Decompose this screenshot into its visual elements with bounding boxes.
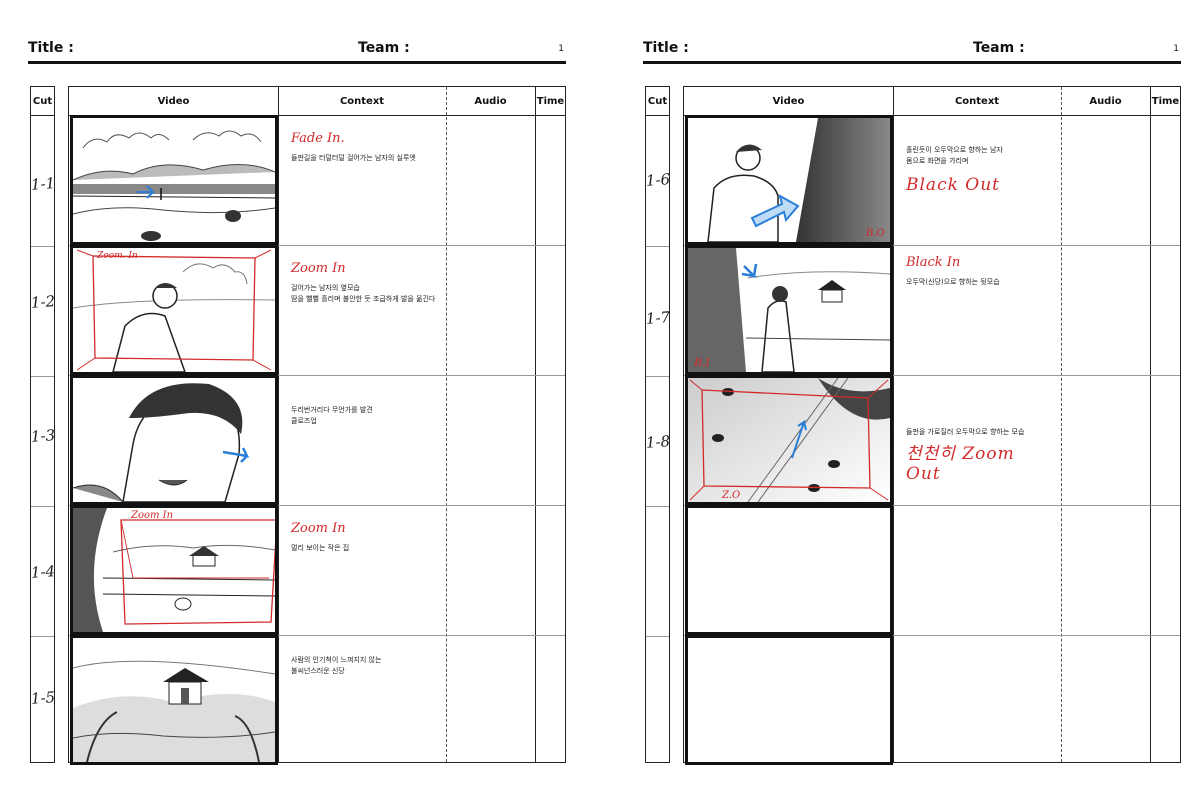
sheet-header: Title : Team : 1	[643, 38, 1181, 60]
man-blocking-screen-sketch: B.O	[707, 118, 890, 242]
video-frame-empty	[685, 635, 893, 765]
title-label: Title :	[28, 40, 74, 56]
cut-column-header: Cut	[31, 87, 54, 116]
context-column-header: Context	[339, 96, 385, 107]
man-walking-to-shrine-sketch: B.I	[688, 248, 890, 372]
video-frame-1-6: B.O	[685, 115, 893, 245]
direction-note: Zoom In	[291, 521, 346, 536]
direction-note: Black Out	[906, 175, 1001, 195]
video-frame-1-8: Z.O	[685, 375, 893, 505]
cut-column-header: Cut	[646, 87, 669, 116]
scene-description: 들판길을 터덜터덜 걸어가는 남자의 실루엣	[291, 154, 416, 162]
video-frame-1-4: Zoom In	[70, 505, 278, 635]
shrine-sketch	[73, 660, 275, 762]
zoom-out-mark: Z.O	[721, 490, 740, 501]
zoom-in-mark: Zoom. In	[96, 251, 138, 261]
scene-description: 몸으로 화면을 가리며	[906, 157, 969, 165]
direction-note-top: Black In	[906, 255, 961, 270]
page-number: 1	[1173, 44, 1179, 54]
black-out-mark: B.O	[865, 228, 885, 239]
scene-description: 들판을 가로질러 오두막으로 향하는 모습	[906, 428, 1025, 436]
scene-description: 걸어가는 남자의 옆모습	[291, 284, 360, 292]
context-cell: 두리번거리다 무언가를 발견 클로즈업	[291, 405, 441, 427]
sheet-header: Title : Team : 1	[28, 38, 566, 60]
landscape-sketch	[73, 130, 275, 241]
video-frame-empty	[685, 505, 893, 635]
context-cell: Black In 오두막(신당)으로 향하는 뒷모습	[906, 255, 1056, 288]
cut-number: 1-5	[30, 688, 56, 708]
distant-house-sketch: Zoom In	[73, 508, 275, 632]
storyboard-grid: Video Context Audio Time	[683, 86, 1181, 765]
scene-description: 클로즈업	[291, 417, 317, 425]
video-column-header: Video	[157, 96, 190, 107]
scene-description: 땀을 뻘뻘 흘리며 불안한 듯 조급하게 발을 옮긴다	[291, 295, 436, 303]
context-cell: Zoom In 멀리 보이는 작은 집	[291, 521, 441, 554]
storyboard-grid: Video Context Audio Time	[68, 86, 566, 765]
team-label: Team :	[358, 40, 410, 56]
scene-description: 사람의 인기척이 느껴지지 않는	[291, 656, 382, 664]
close-up-face-sketch	[73, 383, 250, 502]
cut-number: 1-1	[30, 174, 56, 194]
storyboard-sheet-right: Title : Team : 1 Cut 1-6 1-7 1-8 Video C…	[643, 0, 1183, 798]
scene-description: 멀리 보이는 작은 집	[291, 544, 350, 552]
context-column-header: Context	[954, 96, 1000, 107]
scene-description: 불씨넌스러운 신당	[291, 667, 345, 675]
cut-number: 1-7	[645, 308, 671, 328]
cut-number: 1-8	[645, 432, 671, 452]
video-frame-1-7: B.I	[685, 245, 893, 375]
cut-number: 1-2	[30, 292, 56, 312]
context-cell: Zoom In 걸어가는 남자의 옆모습 땀을 뻘뻘 흘리며 불안한 듯 조급하…	[291, 261, 441, 305]
header-rule	[643, 61, 1181, 64]
man-side-profile-sketch: Zoom. In	[73, 249, 275, 372]
video-frame-1-2: Zoom. In	[70, 245, 278, 375]
time-column-header: Time	[536, 96, 565, 107]
video-frame-1-5	[70, 635, 278, 765]
header-rule	[28, 61, 566, 64]
video-column-header: Video	[772, 96, 805, 107]
direction-note: Fade In.	[291, 131, 345, 146]
aerial-field-sketch: Z.O	[688, 378, 890, 502]
cut-number: 1-4	[30, 562, 56, 582]
audio-column-header: Audio	[474, 96, 507, 107]
team-label: Team :	[973, 40, 1025, 56]
direction-note: Zoom In	[291, 261, 346, 276]
cut-number: 1-6	[645, 170, 671, 190]
title-label: Title :	[643, 40, 689, 56]
cut-column: Cut 1-1 1-2 1-3 1-4 1-5	[30, 86, 56, 763]
page-number: 1	[558, 44, 564, 54]
cut-column: Cut 1-6 1-7 1-8	[645, 86, 671, 763]
direction-note: 천천히 Zoom Out	[906, 444, 1015, 484]
context-cell: 들판을 가로질러 오두막으로 향하는 모습 천천히 Zoom Out	[906, 421, 1056, 490]
audio-column-header: Audio	[1089, 96, 1122, 107]
scene-description: 두리번거리다 무언가를 발견	[291, 406, 373, 414]
video-frame-1-1	[70, 115, 278, 245]
context-cell: 사람의 인기척이 느껴지지 않는 불씨넌스러운 신당	[291, 655, 441, 677]
cut-number: 1-3	[30, 426, 56, 446]
video-frame-1-3	[70, 375, 278, 505]
scene-description: 홀린듯이 오두막으로 향하는 남자	[906, 146, 1003, 154]
black-in-mark: B.I	[693, 356, 711, 369]
time-column-header: Time	[1151, 96, 1180, 107]
storyboard-sheet-left: Title : Team : 1 Cut 1-1 1-2 1-3 1-4 1-5…	[28, 0, 568, 798]
scene-description: 오두막(신당)으로 향하는 뒷모습	[906, 278, 1000, 286]
context-cell: Fade In. 들판길을 터덜터덜 걸어가는 남자의 실루엣	[291, 131, 441, 164]
zoom-in-mark: Zoom In	[130, 510, 173, 521]
context-cell: 홀린듯이 오두막으로 향하는 남자 몸으로 화면을 가리며 Black Out	[906, 139, 1056, 201]
